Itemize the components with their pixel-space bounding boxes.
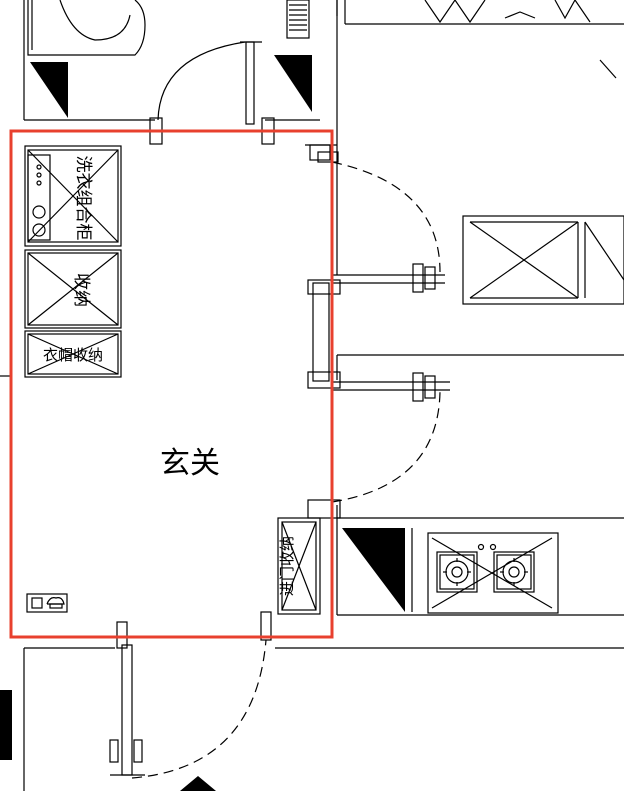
wall-marker [30, 62, 68, 118]
bottom-area [0, 611, 624, 791]
door-swing-icon [149, 41, 275, 145]
storage-cabinet [24, 249, 122, 329]
door-swing-icon [109, 611, 272, 779]
top-right-area [336, 0, 624, 79]
counter-cabinet [462, 215, 624, 305]
washing-machine-icon [27, 154, 51, 241]
intercom-icon [26, 593, 68, 613]
storage-label: 收纳 [71, 273, 91, 307]
laundry-cabinet-label: 洗衣组合柜 [73, 156, 93, 241]
right-walls [333, 160, 624, 616]
entry-storage-label: 进门收纳 [278, 536, 296, 596]
entry-storage-cabinet [277, 517, 321, 615]
coat-storage-label: 衣帽收纳 [43, 346, 103, 364]
coat-storage-cabinet [24, 330, 122, 378]
entry-right-wall [305, 144, 341, 519]
room-label: 玄关 [160, 446, 220, 481]
wall-marker [274, 55, 312, 112]
toilet-icon [27, 0, 146, 56]
laundry-cabinet [24, 145, 122, 247]
stove-icon [436, 543, 535, 593]
vent-grille [286, 0, 310, 39]
entry-highlight-frame [9, 129, 334, 639]
kitchen-counter [342, 528, 559, 614]
door-swing-icon [331, 161, 441, 293]
bathroom-area [23, 0, 338, 160]
door-swing-icon [331, 372, 441, 503]
